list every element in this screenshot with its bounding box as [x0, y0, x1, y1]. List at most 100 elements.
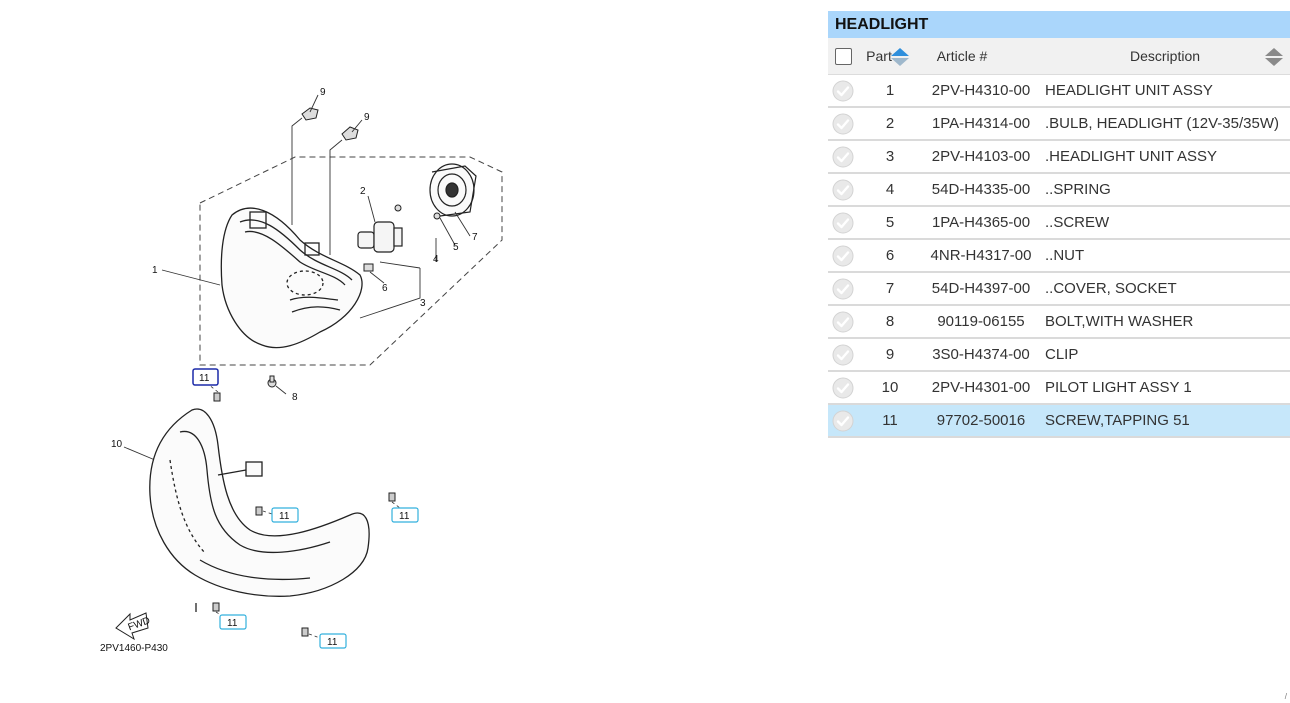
cell-description: HEADLIGHT UNIT ASSY — [1040, 74, 1290, 108]
check-circle-icon[interactable] — [832, 245, 854, 267]
row-select-cell[interactable] — [828, 107, 858, 141]
cell-part: 1 — [858, 74, 922, 108]
column-header-description[interactable]: Description — [1040, 38, 1290, 75]
diagram-label-part-1[interactable]: 1 — [152, 265, 158, 276]
svg-text:11: 11 — [399, 511, 410, 522]
cell-part: 11 — [858, 404, 922, 438]
header-select-all[interactable] — [828, 38, 858, 75]
diagram-label-part-4[interactable]: 4 — [433, 254, 439, 265]
headlight-unit-drawing — [220, 207, 363, 349]
row-select-cell[interactable] — [828, 239, 858, 273]
diagram-label-part-9[interactable]: 9 — [320, 87, 326, 98]
cell-article: 4NR-H4317-00 — [922, 239, 1040, 273]
row-select-cell[interactable] — [828, 206, 858, 240]
diagram-label-part-9b[interactable]: 9 — [364, 112, 370, 123]
check-circle-icon[interactable] — [832, 344, 854, 366]
callout-11[interactable]: 11 — [219, 614, 247, 630]
callout-11[interactable]: 11 — [391, 507, 419, 523]
select-all-checkbox[interactable] — [834, 47, 852, 65]
cell-part: 6 — [858, 239, 922, 273]
cell-part: 7 — [858, 272, 922, 306]
callout-11[interactable]: 11 — [319, 633, 347, 649]
cell-description: .BULB, HEADLIGHT (12V-35/35W) — [1040, 107, 1290, 141]
cell-part: 2 — [858, 107, 922, 141]
check-circle-icon[interactable] — [832, 179, 854, 201]
check-circle-icon[interactable] — [832, 146, 854, 168]
socket-cover-drawing — [429, 163, 477, 217]
tapping-screws-drawing — [212, 392, 396, 637]
exploded-parts-diagram: 1 2 3 4 5 6 7 8 9 9 10 11 11 11 11 11 11… — [100, 87, 503, 654]
cell-article: 2PV-H4310-00 — [922, 74, 1040, 108]
cell-article: 97702-50016 — [922, 404, 1040, 438]
parts-list-panel: HEADLIGHT Part Article # — [828, 11, 1290, 438]
svg-text:11: 11 — [227, 618, 238, 629]
check-circle-icon[interactable] — [832, 410, 854, 432]
diagram-label-part-2[interactable]: 2 — [360, 186, 366, 197]
row-select-cell[interactable] — [828, 371, 858, 405]
callout-11[interactable]: 11 — [271, 507, 299, 523]
cell-description: SCREW,TAPPING 51 — [1040, 404, 1290, 438]
cell-description: CLIP — [1040, 338, 1290, 372]
cell-description: PILOT LIGHT ASSY 1 — [1040, 371, 1290, 405]
row-select-cell[interactable] — [828, 272, 858, 306]
cell-description: BOLT,WITH WASHER — [1040, 305, 1290, 339]
cell-part: 8 — [858, 305, 922, 339]
cell-article: 2PV-H4301-00 — [922, 371, 1040, 405]
callout-11-highlighted[interactable]: 11 — [192, 368, 219, 386]
column-header-part[interactable]: Part — [858, 38, 922, 75]
cell-part: 10 — [858, 371, 922, 405]
row-select-cell[interactable] — [828, 338, 858, 372]
cell-description: ..SPRING — [1040, 173, 1290, 207]
table-header-row: Part Article # Description — [828, 38, 1290, 75]
fwd-arrow-icon: FWD — [115, 612, 152, 641]
diagram-label-part-8[interactable]: 8 — [292, 392, 298, 403]
check-circle-icon[interactable] — [832, 212, 854, 234]
row-select-cell[interactable] — [828, 173, 858, 207]
cell-article: 90119-06155 — [922, 305, 1040, 339]
diagram-label-part-3[interactable]: 3 — [420, 298, 426, 309]
svg-text:11: 11 — [199, 373, 210, 384]
diagram-label-part-10[interactable]: 10 — [111, 439, 123, 450]
cell-part: 5 — [858, 206, 922, 240]
cell-article: 1PA-H4365-00 — [922, 206, 1040, 240]
check-circle-icon[interactable] — [832, 113, 854, 135]
cell-part: 4 — [858, 173, 922, 207]
sort-arrows-icon[interactable] — [1264, 47, 1284, 67]
cell-article: 1PA-H4314-00 — [922, 107, 1040, 141]
column-label-article: Article # — [936, 48, 988, 64]
check-circle-icon[interactable] — [832, 80, 854, 102]
check-circle-icon[interactable] — [832, 377, 854, 399]
cell-article: 2PV-H4103-00 — [922, 140, 1040, 174]
diagram-label-part-6[interactable]: 6 — [382, 283, 388, 294]
cell-part: 3 — [858, 140, 922, 174]
row-select-cell[interactable] — [828, 74, 858, 108]
column-header-article[interactable]: Article # — [922, 38, 1121, 75]
diagram-label-part-5[interactable]: 5 — [453, 242, 459, 253]
parts-table: Part Article # Description — [828, 38, 1290, 438]
assembly-boundary — [199, 156, 503, 366]
sort-arrows-icon[interactable] — [890, 47, 910, 67]
row-select-cell[interactable] — [828, 305, 858, 339]
cell-description: ..SCREW — [1040, 206, 1290, 240]
cell-description: ..COVER, SOCKET — [1040, 272, 1290, 306]
cell-article: 54D-H4397-00 — [922, 272, 1040, 306]
svg-text:11: 11 — [279, 511, 290, 522]
row-select-cell[interactable] — [828, 140, 858, 174]
row-select-cell[interactable] — [828, 404, 858, 438]
cell-part: 9 — [858, 338, 922, 372]
diagram-label-part-7[interactable]: 7 — [472, 232, 478, 243]
check-circle-icon[interactable] — [832, 278, 854, 300]
check-circle-icon[interactable] — [832, 311, 854, 333]
